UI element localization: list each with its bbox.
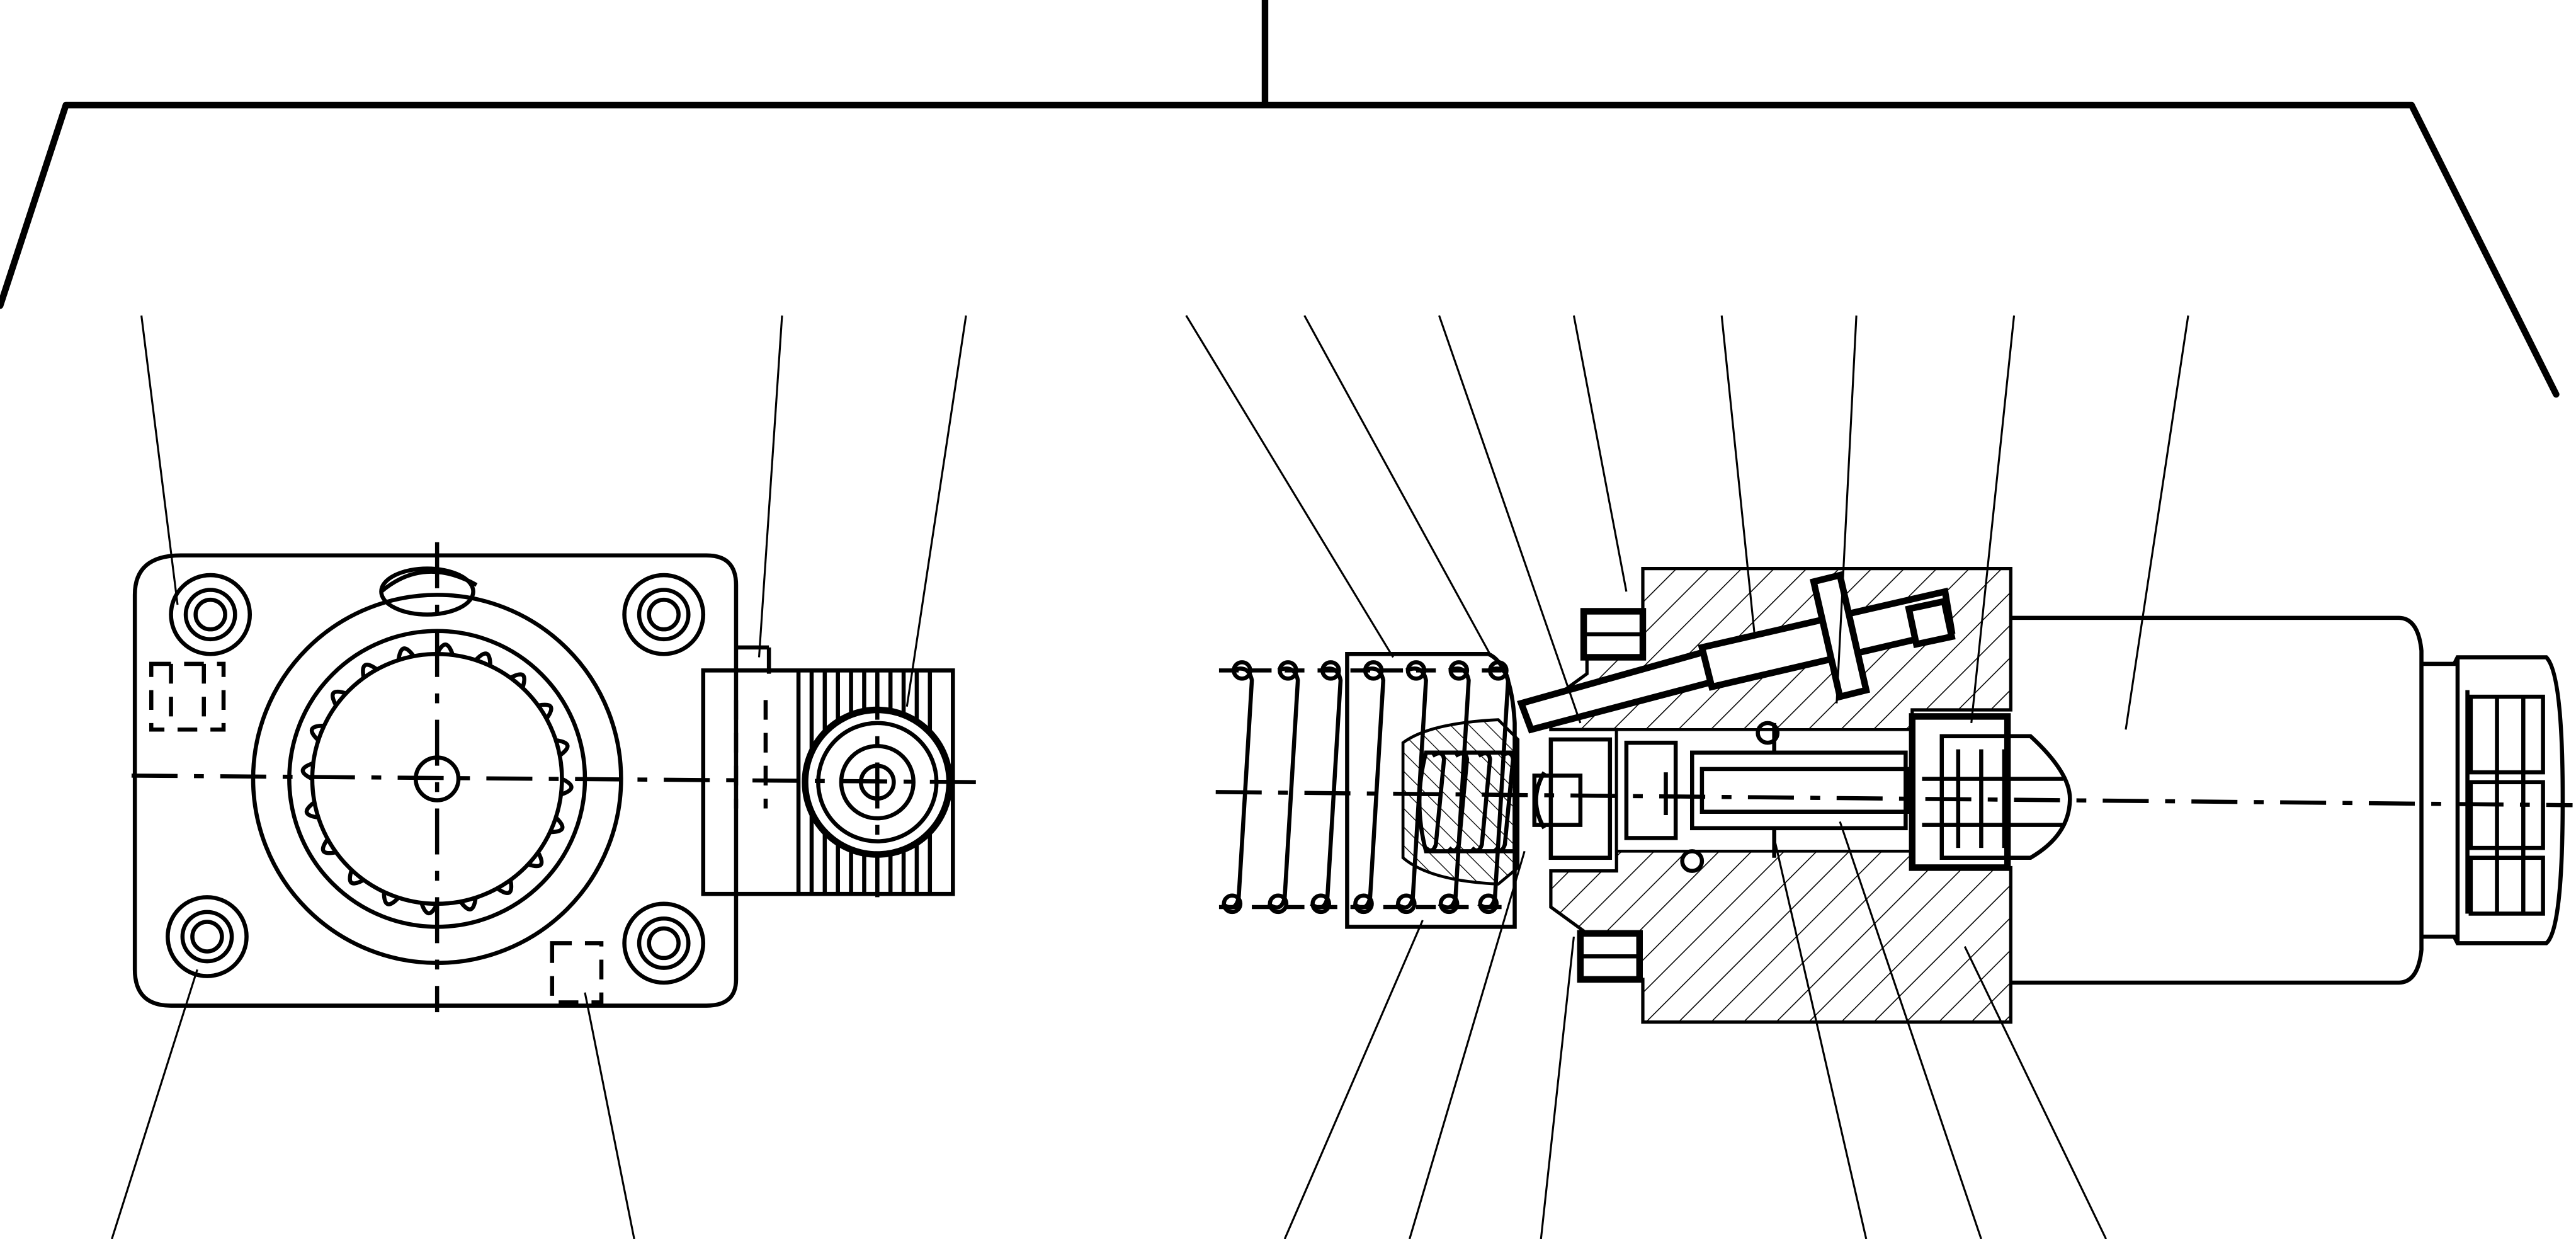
leader-line [1836,315,1858,704]
spring-coil [1310,666,1343,910]
section-view [1215,567,2573,1024]
inner-spring-coil [1447,751,1470,853]
leader-line [1720,315,1756,635]
ring-tooth [309,723,324,742]
bolt-bottom-right [622,901,706,985]
spring-wire-end [1396,893,1417,915]
bolt-bottom-left [166,895,249,978]
cap-screw-top [1580,608,1647,661]
spring-coil [1267,666,1300,910]
leader-line [2125,315,2189,730]
armature [1909,713,2072,871]
leader-line [1773,838,1868,1239]
leader-line [140,315,179,605]
inner-spring-coil [1424,751,1446,853]
leader-line [1185,315,1394,658]
ring-tooth [560,777,574,797]
ring-tooth [555,738,570,758]
end-view [131,542,980,1012]
spring-wire-end [1222,893,1243,915]
assembly-bracket [0,0,2560,398]
leader-line [1963,945,2108,1239]
cap-screw-bottom [1577,930,1643,983]
leader-line [905,315,967,707]
inner-spring [1424,751,1516,853]
coil-ring-teeth [300,642,574,916]
bolt-top-left [169,573,252,656]
centre-lines [131,542,980,1012]
ring-tooth [331,689,347,707]
ring-tooth [537,702,553,720]
leader-line [757,315,783,658]
ring-tooth [496,879,514,896]
spring-coil [1221,666,1254,910]
leader-line [1970,315,2016,724]
spring-wire-end [1268,893,1289,915]
ring-tooth [361,663,378,678]
ring-tooth [509,672,526,689]
leader-line [1438,315,1582,724]
mounting-flange [132,553,739,1008]
spring-coil [1352,666,1386,910]
leader-line [1540,936,1575,1239]
ring-tooth [474,651,492,666]
spool-bore [1614,728,1914,853]
ring-tooth [304,801,319,820]
inner-spring-coil [1470,751,1492,853]
leader-line [111,969,198,1239]
spring-wire-end [1353,893,1374,915]
ring-tooth [458,897,478,911]
ring-tooth [321,838,337,855]
leader-line [1409,850,1526,1239]
connector-nut [2421,655,2565,945]
leader-line [1303,315,1493,658]
hidden-lines [149,661,768,1005]
solenoid-coil [2011,615,2424,985]
spring-wire-end [1478,893,1499,915]
spring-wire-end [1438,893,1460,915]
leader-line [1283,920,1424,1239]
ring-tooth [527,851,544,869]
leader-line [1572,315,1628,592]
spring-wire-end [1310,893,1331,915]
valve-seat [1532,737,1613,860]
leader-lines [111,315,2189,1239]
ring-tooth [396,646,416,661]
bolt-top-right [622,573,706,656]
leader-line [1839,821,1982,1239]
ring-tooth [348,869,365,886]
ring-tooth [550,816,565,835]
inner-spring-coil [1493,751,1516,853]
leader-line [584,992,635,1239]
ring-tooth [382,891,400,906]
